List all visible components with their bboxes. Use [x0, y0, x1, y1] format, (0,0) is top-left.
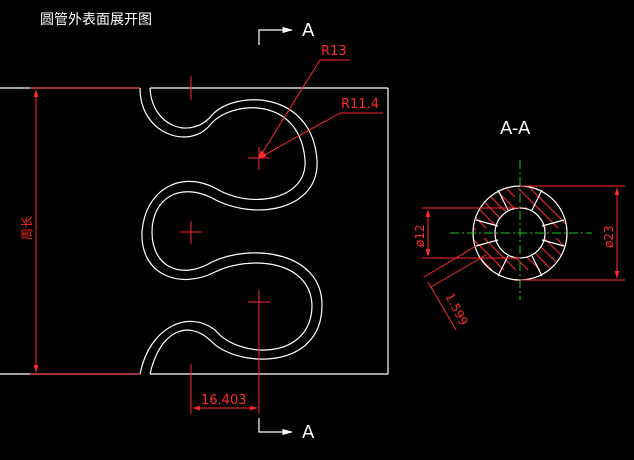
- drawing-title: 圆管外表面展开图: [40, 12, 152, 28]
- offset-dimension: 16.403: [190, 315, 260, 414]
- radius-dimensions: R13 R11.4: [258, 44, 383, 159]
- section-view-label: A-A: [500, 118, 531, 139]
- dim-thickness: 1.599: [442, 291, 470, 328]
- thickness-dimension: 1.599: [423, 245, 487, 331]
- center-marks: [180, 76, 270, 384]
- dim-r-inner: R11.4: [341, 97, 379, 112]
- section-label-top: A: [302, 20, 315, 41]
- outer-diameter-dimension: ø23: [520, 185, 625, 281]
- perimeter-dimension: 周长: [20, 87, 140, 375]
- dim-perimeter: 周长: [20, 216, 34, 240]
- dim-outer-dia: ø23: [602, 225, 616, 248]
- dim-r-outer: R13: [321, 44, 347, 59]
- dim-inner-dia: ø12: [413, 224, 427, 247]
- inner-diameter-dimension: ø12: [413, 207, 520, 259]
- dim-offset: 16.403: [201, 393, 247, 408]
- section-marker-bottom: A: [258, 418, 315, 443]
- development-outline: [0, 87, 389, 375]
- section-view: [450, 160, 592, 300]
- section-marker-top: A: [258, 20, 315, 45]
- section-label-bottom: A: [302, 422, 315, 443]
